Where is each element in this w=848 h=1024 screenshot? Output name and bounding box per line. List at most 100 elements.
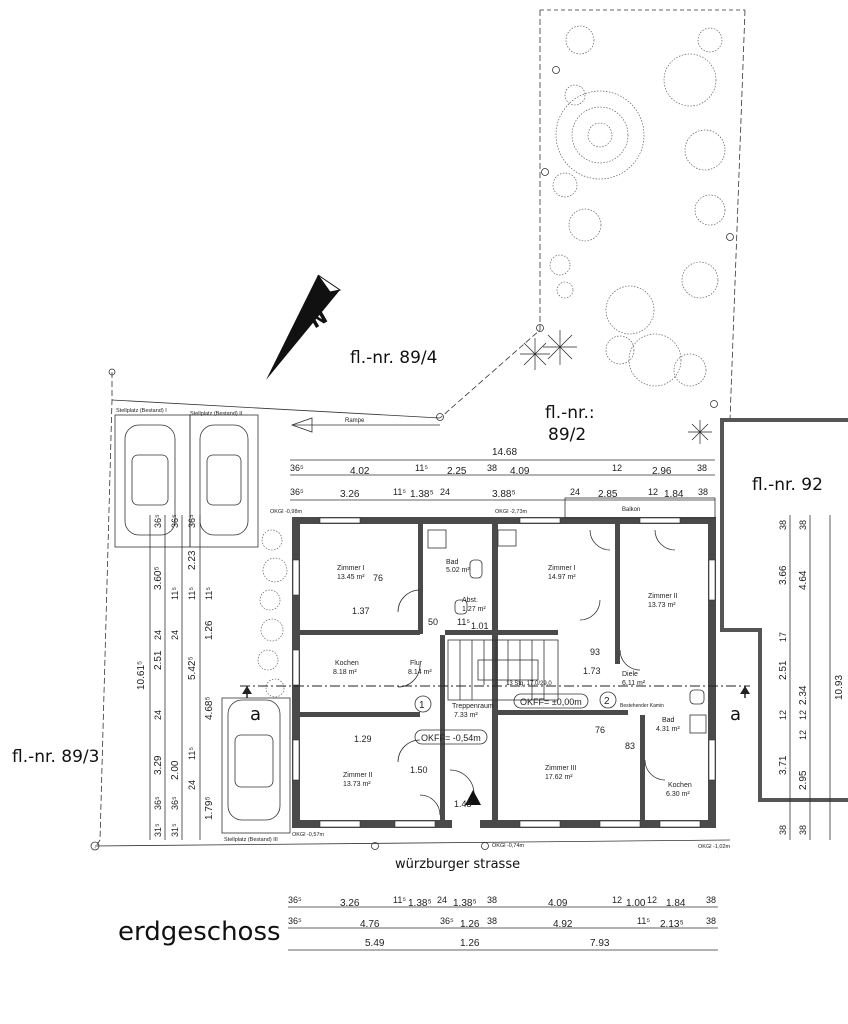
entrance-marker <box>465 790 481 805</box>
parcel-garden-label-b: 89/2 <box>548 425 586 445</box>
dim: 1.73 <box>583 666 601 676</box>
dim: 1.00 <box>626 898 646 909</box>
dim: 12 <box>778 710 788 720</box>
room-area: 5.02 m² <box>446 567 470 574</box>
dim: 3.60⁵ <box>153 566 164 590</box>
parking-label-1: Stellplatz (Bestand) I <box>116 408 167 414</box>
parking-area: Stellplatz (Bestand) I Stellplatz (Besta… <box>114 408 291 843</box>
dim: 11⁵ <box>204 587 214 600</box>
dim: 36⁵ <box>288 895 302 905</box>
room-name: Abst. <box>462 597 478 604</box>
level-okg-sw: OKGl -0,57m <box>292 832 325 838</box>
parked-car-3 <box>227 699 281 821</box>
dim: 36⁵ <box>290 487 304 497</box>
room-name: Zimmer III <box>545 765 577 772</box>
dim: 2.23 <box>187 550 198 570</box>
dim: 1.38⁵ <box>453 898 477 909</box>
dim: 5.42⁵ <box>187 656 198 680</box>
room-name: Flur <box>410 660 423 667</box>
dim: 36⁵ <box>170 514 180 528</box>
dim: 12 <box>612 463 622 473</box>
room-area: 17.62 m² <box>545 774 573 781</box>
room-area: 1.27 m² <box>462 606 486 613</box>
dim: 38 <box>778 520 788 530</box>
dim: 12 <box>612 895 622 905</box>
room-name: Diele <box>622 671 638 678</box>
dim: 38 <box>798 520 808 530</box>
dim: 24 <box>153 710 163 720</box>
level-okff-minus: OKFF= -0,54m <box>421 733 481 743</box>
room-area: 13.73 m² <box>648 602 676 609</box>
building-walls: Balkon <box>292 497 716 828</box>
room-name: Kochen <box>335 660 359 667</box>
dim: 3.26 <box>340 489 360 500</box>
parcel-garden-label-a: fl.-nr.: <box>545 403 595 423</box>
dim: 4.64 <box>798 570 809 590</box>
dim: 4.68⁵ <box>204 696 215 720</box>
level-okg-s: OKGl -0,74m <box>492 843 525 849</box>
room-name: Zimmer II <box>648 593 678 600</box>
ramp-indicator: Rampe <box>290 417 440 433</box>
dim: 1.38⁵ <box>408 898 432 909</box>
dim: 11⁵ <box>187 587 197 600</box>
room-name: Treppenraum <box>452 703 494 710</box>
dim: 83 <box>625 741 635 751</box>
dim: 10.61⁵ <box>136 661 147 690</box>
parcel-west-label: fl.-nr. 89/3 <box>12 747 99 767</box>
room-name: Zimmer I <box>548 565 576 572</box>
room-area: 7.33 m² <box>454 712 478 719</box>
dim: 2.34 <box>798 685 809 705</box>
parcel-east-label: fl.-nr. 92 <box>752 475 823 495</box>
dim: 5.49 <box>365 938 385 949</box>
dim: 12 <box>798 730 808 740</box>
room-area: 8.14 m² <box>408 669 432 676</box>
level-okg-n: OKGl -2,73m <box>495 509 528 515</box>
room-area: 8.18 m² <box>333 669 357 676</box>
room-area: 13.73 m² <box>343 781 371 788</box>
dim: 36⁵ <box>153 796 163 810</box>
room-area: 4.31 m² <box>656 726 680 733</box>
level-annotations: OKFF= ±0,00m OKFF= -0,54m OKGl -0,98m OK… <box>270 509 731 850</box>
dim: 11⁵ <box>393 895 406 905</box>
dim: 24 <box>187 780 197 790</box>
hedge-shrubs <box>257 529 288 698</box>
dim: 11⁵ <box>187 747 197 760</box>
dim: 76 <box>373 573 383 583</box>
balcony-label: Balkon <box>622 507 640 513</box>
dim: 1.01 <box>471 621 489 631</box>
section-mark-right: a <box>730 704 741 725</box>
dim: 31⁵ <box>153 823 163 837</box>
site-boundary <box>90 368 731 851</box>
dim: 1.37 <box>352 606 370 616</box>
dim: 24 <box>170 630 180 640</box>
garden-boundary <box>436 9 746 421</box>
dim: 1.26 <box>460 938 480 949</box>
dim: 38 <box>798 825 808 835</box>
right-dimensions: 10.93 38 3.66 17 2.51 12 3.71 38 38 4.64… <box>778 515 845 840</box>
dim: 2.85 <box>598 489 618 500</box>
dim: 36⁵ <box>290 463 304 473</box>
dim: 36⁵ <box>187 514 197 528</box>
room-area: 13.45 m² <box>337 574 365 581</box>
level-okff-zero: OKFF= ±0,00m <box>520 697 582 707</box>
street-label: würzburger strasse <box>395 857 520 872</box>
dim-total-top: 14.68 <box>492 447 517 458</box>
dim: 11⁵ <box>637 916 650 926</box>
dim: 11⁵ <box>415 463 428 473</box>
dim: 36⁵ <box>440 916 454 926</box>
dim: 12 <box>648 487 658 497</box>
dim: 76 <box>595 725 605 735</box>
bath-fixtures <box>427 529 707 734</box>
dim: 24 <box>153 630 163 640</box>
parking-label-2: Stellplatz (Bestand) II <box>190 411 243 417</box>
room-name: Kochen <box>668 782 692 789</box>
unit-marker-1: 1 <box>419 700 425 711</box>
floor-title: erdgeschoss <box>118 917 281 947</box>
dim: 4.92 <box>553 919 573 930</box>
dim: 38 <box>487 463 497 473</box>
dim: 2.25 <box>447 466 467 477</box>
dim: 1.84 <box>664 489 684 500</box>
dim: 2.95 <box>798 770 809 790</box>
dim: 1.26 <box>204 620 215 640</box>
